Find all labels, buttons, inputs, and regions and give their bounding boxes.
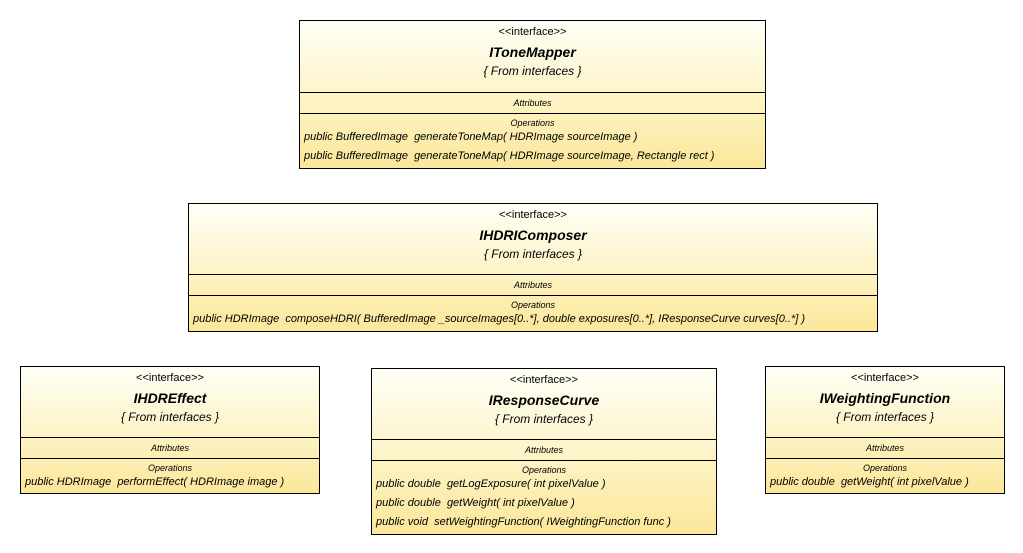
attributes-compartment: Attributes bbox=[189, 275, 877, 296]
operations-label: Operations bbox=[147, 463, 193, 473]
operations-compartment: Operations public HDRImage composeHDRI( … bbox=[189, 296, 877, 329]
class-name: IWeightingFunction bbox=[819, 390, 951, 406]
class-header: <<interface>> IToneMapper { From interfa… bbox=[300, 21, 765, 93]
stereotype-label: <<interface>> bbox=[510, 374, 578, 386]
operation: public void setWeightingFunction( IWeigh… bbox=[376, 516, 671, 528]
class-header: <<interface>> IHDREffect { From interfac… bbox=[21, 367, 319, 438]
attributes-compartment: Attributes bbox=[766, 438, 1004, 459]
class-header: <<interface>> IResponseCurve { From inte… bbox=[372, 369, 716, 440]
class-box-ihdreffect[interactable]: <<interface>> IHDREffect { From interfac… bbox=[20, 366, 320, 494]
package-label: { From interfaces } bbox=[835, 410, 935, 424]
operations-compartment: Operations public double getLogExposure(… bbox=[372, 461, 716, 532]
stereotype-label: <<interface>> bbox=[498, 26, 567, 38]
package-label: { From interfaces } bbox=[494, 412, 594, 426]
operation: public BufferedImage generateToneMap( HD… bbox=[304, 131, 638, 143]
stereotype-label: <<interface>> bbox=[499, 209, 567, 221]
operation: public double getLogExposure( int pixelV… bbox=[376, 478, 606, 490]
class-name: IResponseCurve bbox=[488, 392, 600, 408]
operations-label: Operations bbox=[510, 300, 556, 310]
attributes-compartment: Attributes bbox=[21, 438, 319, 459]
attributes-compartment: Attributes bbox=[372, 440, 716, 461]
operations-compartment: Operations public HDRImage performEffect… bbox=[21, 459, 319, 492]
package-label: { From interfaces } bbox=[483, 247, 583, 261]
attributes-compartment: Attributes bbox=[300, 93, 765, 114]
class-header: <<interface>> IHDRIComposer { From inter… bbox=[189, 204, 877, 275]
operation: public double getWeight( int pixelValue … bbox=[770, 476, 969, 488]
class-box-itonemapper[interactable]: <<interface>> IToneMapper { From interfa… bbox=[299, 20, 766, 169]
operation: public BufferedImage generateToneMap( HD… bbox=[304, 150, 715, 162]
operation: public HDRImage performEffect( HDRImage … bbox=[25, 476, 285, 488]
operation: public double getWeight( int pixelValue … bbox=[376, 497, 575, 509]
class-box-iweightingfunction[interactable]: <<interface>> IWeightingFunction { From … bbox=[765, 366, 1005, 494]
operations-label: Operations bbox=[862, 463, 908, 473]
operations-compartment: Operations public double getWeight( int … bbox=[766, 459, 1004, 492]
class-name: IToneMapper bbox=[489, 44, 576, 60]
operations-compartment: Operations public BufferedImage generate… bbox=[300, 114, 765, 166]
class-name: IHDRIComposer bbox=[479, 227, 587, 243]
operations-label: Operations bbox=[521, 465, 567, 475]
class-name: IHDREffect bbox=[133, 390, 207, 406]
package-label: { From interfaces } bbox=[120, 410, 220, 424]
class-box-iresponsecurve[interactable]: <<interface>> IResponseCurve { From inte… bbox=[371, 368, 717, 535]
operation: public HDRImage composeHDRI( BufferedIma… bbox=[193, 313, 806, 325]
operations-label: Operations bbox=[510, 118, 555, 128]
class-header: <<interface>> IWeightingFunction { From … bbox=[766, 367, 1004, 438]
class-box-ihdricomposer[interactable]: <<interface>> IHDRIComposer { From inter… bbox=[188, 203, 878, 332]
stereotype-label: <<interface>> bbox=[851, 372, 919, 384]
package-label: { From interfaces } bbox=[483, 64, 582, 78]
stereotype-label: <<interface>> bbox=[136, 372, 204, 384]
